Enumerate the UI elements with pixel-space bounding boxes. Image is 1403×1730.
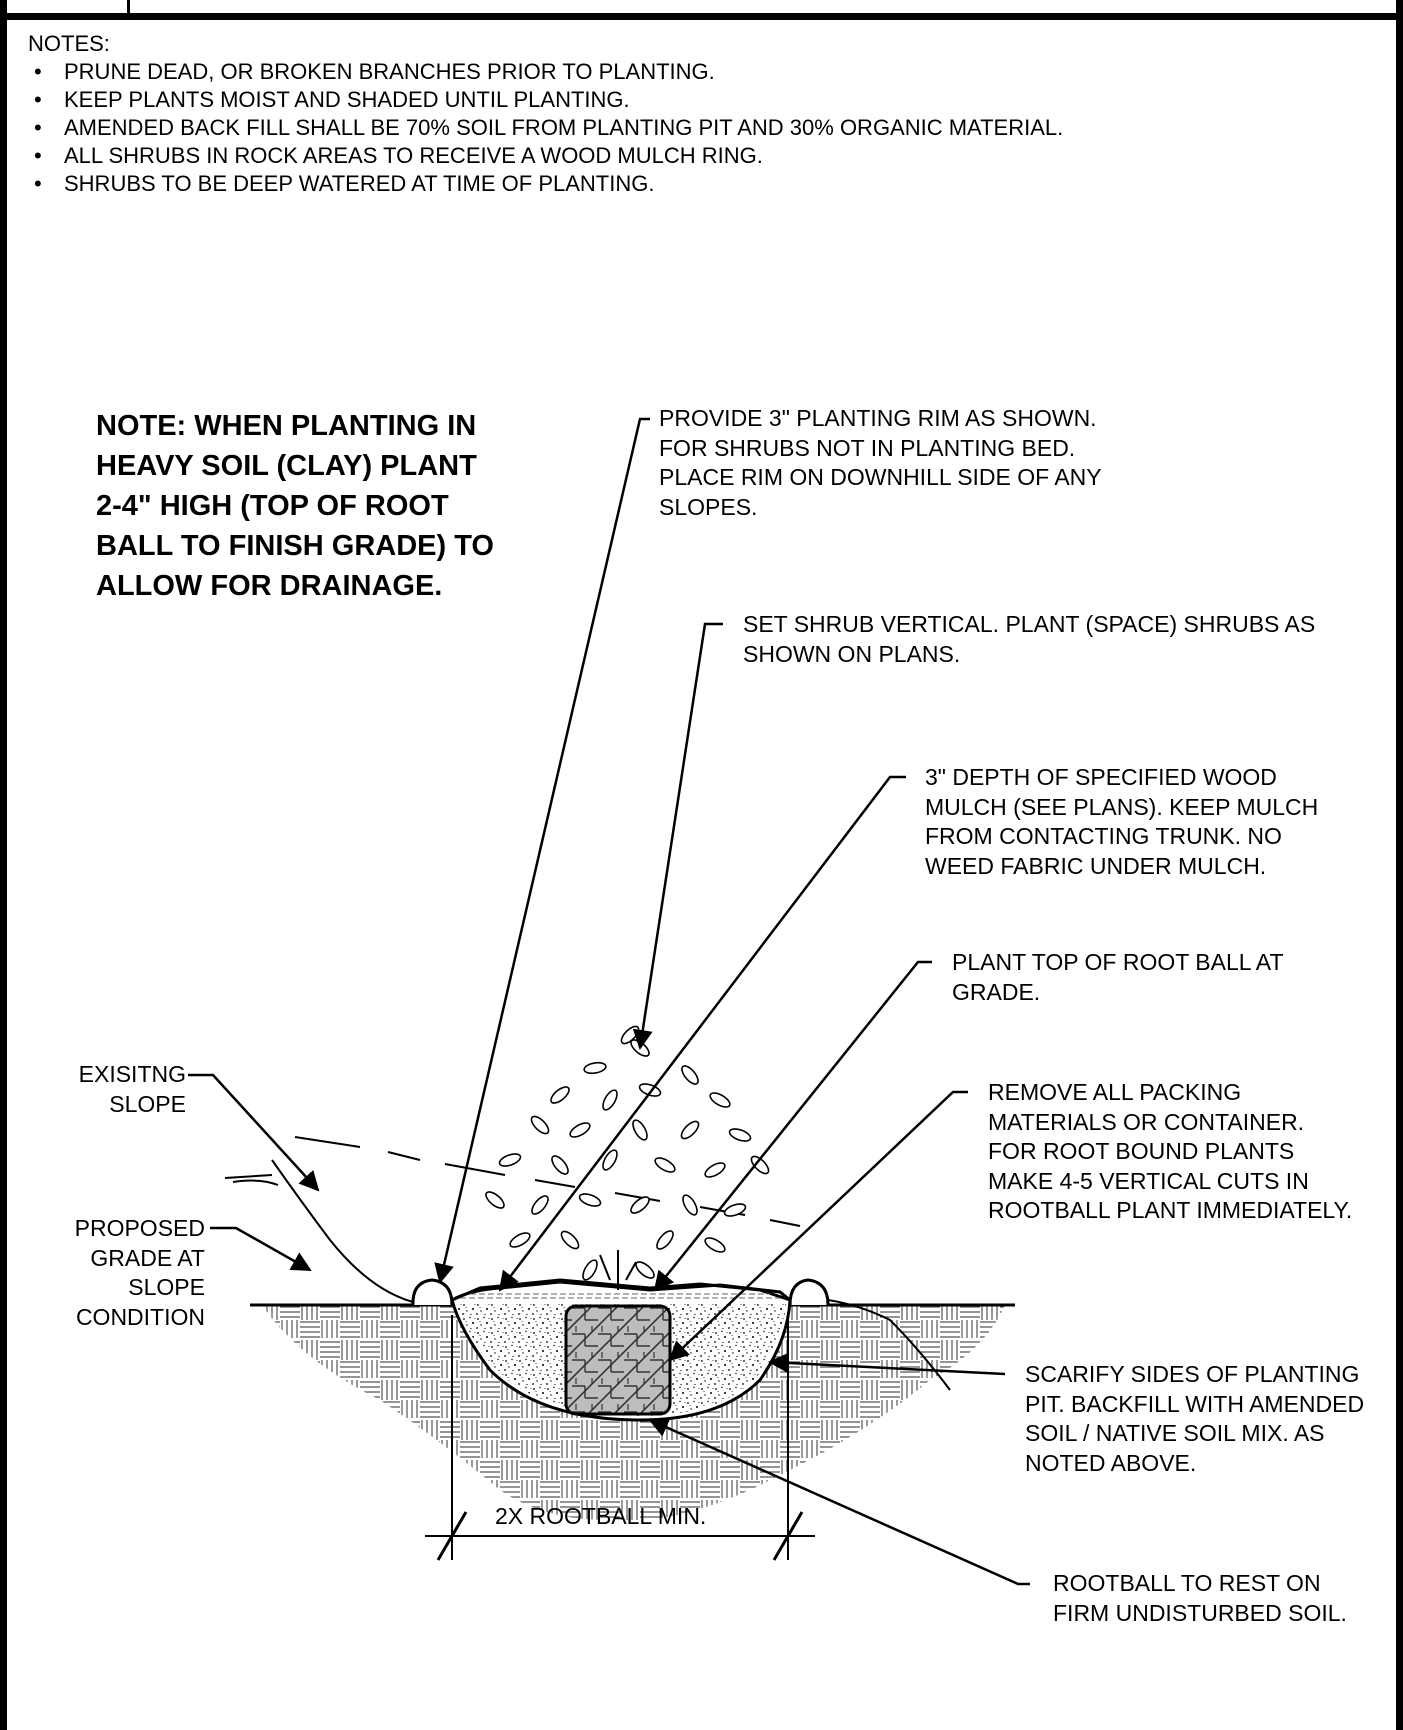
callout-line: FOR SHRUBS NOT IN PLANTING BED. <box>659 434 1076 461</box>
callout-line: EXISITNG <box>78 1061 186 1087</box>
callout-line: REMOVE ALL PACKING <box>988 1079 1242 1105</box>
callout-proposed-grade: PROPOSED GRADE AT SLOPE CONDITION <box>30 1214 205 1332</box>
general-notes: NOTES: PRUNE DEAD, OR BROKEN BRANCHES PR… <box>28 30 1063 198</box>
callout-line: PLANT TOP OF ROOT BALL AT <box>952 949 1284 975</box>
callout-scarify: SCARIFY SIDES OF PLANTING PIT. BACKFILL … <box>1025 1360 1364 1478</box>
heavy-soil-note-line: NOTE: WHEN PLANTING IN <box>96 410 477 442</box>
leader-existing-slope <box>188 1073 320 1192</box>
callout-line: 3" DEPTH OF SPECIFIED WOOD <box>925 764 1277 790</box>
note-item: AMENDED BACK FILL SHALL BE 70% SOIL FROM… <box>28 114 1063 142</box>
border-top <box>0 13 1403 20</box>
planting-rim-right <box>788 1278 830 1306</box>
callout-set-shrub: SET SHRUB VERTICAL. PLANT (SPACE) SHRUBS… <box>743 610 1315 669</box>
planting-rim-left <box>411 1278 454 1306</box>
callout-line: PIT. BACKFILL WITH AMENDED <box>1025 1390 1365 1417</box>
callout-line: PROVIDE 3" PLANTING RIM AS SHOWN. <box>659 405 1097 431</box>
root-ball <box>564 1304 672 1416</box>
leader-rootball-rest <box>648 1418 1030 1586</box>
leader-set-shrub <box>632 622 723 1050</box>
heavy-soil-note-line: 2-4" HIGH (TOP OF ROOT <box>96 490 449 522</box>
border-right <box>1396 0 1403 1730</box>
callout-planting-rim: PROVIDE 3" PLANTING RIM AS SHOWN. FOR SH… <box>659 404 1102 522</box>
callout-line: FROM CONTACTING TRUNK. NO <box>925 823 1282 849</box>
callout-line: ROOTBALL TO REST ON <box>1053 1570 1321 1596</box>
note-item: SHRUBS TO BE DEEP WATERED AT TIME OF PLA… <box>28 170 1063 198</box>
callout-line: CONDITION <box>75 1303 205 1330</box>
proposed-grade-line <box>232 1159 951 1391</box>
callout-line: SCARIFY SIDES OF PLANTING <box>1025 1361 1360 1387</box>
callout-line: SOIL / NATIVE SOIL MIX. AS <box>1025 1420 1325 1446</box>
heavy-soil-note: NOTE: WHEN PLANTING IN HEAVY SOIL (CLAY)… <box>96 406 556 606</box>
notes-list: PRUNE DEAD, OR BROKEN BRANCHES PRIOR TO … <box>28 58 1063 198</box>
dimension-2x-rootball <box>425 1315 815 1561</box>
callout-line: SLOPE <box>109 1090 186 1117</box>
callout-line: WEED FABRIC UNDER MULCH. <box>925 852 1267 879</box>
callout-line: SHOWN ON PLANS. <box>743 640 961 667</box>
callout-mulch: 3" DEPTH OF SPECIFIED WOOD MULCH (SEE PL… <box>925 763 1318 881</box>
existing-slope-line <box>294 1136 801 1227</box>
shrub-foliage <box>485 1025 770 1281</box>
callout-line: ROOTBALL PLANT IMMEDIATELY. <box>988 1197 1353 1223</box>
callout-line: GRADE. <box>952 978 1041 1005</box>
note-item: KEEP PLANTS MOIST AND SHADED UNTIL PLANT… <box>28 86 1063 114</box>
leader-planting-rim <box>434 417 650 1284</box>
callout-line: PROPOSED <box>74 1215 205 1241</box>
callout-line: PLACE RIM ON DOWNHILL SIDE OF ANY <box>659 464 1102 490</box>
callout-line: MAKE 4-5 VERTICAL CUTS IN <box>988 1167 1309 1194</box>
callout-line: NOTED ABOVE. <box>1025 1449 1197 1476</box>
callout-existing-slope: EXISITNG SLOPE <box>40 1060 186 1119</box>
heavy-soil-note-line: ALLOW FOR DRAINAGE. <box>96 570 443 602</box>
leader-packing <box>668 1090 968 1362</box>
shrub-stem <box>599 1250 637 1290</box>
callout-line: MATERIALS OR CONTAINER. <box>988 1108 1305 1135</box>
heavy-soil-note-line: BALL TO FINISH GRADE) TO <box>96 530 494 562</box>
callout-line: MULCH (SEE PLANS). KEEP MULCH <box>925 793 1319 820</box>
mulch-layer <box>451 1280 791 1302</box>
heavy-soil-note-line: HEAVY SOIL (CLAY) PLANT <box>96 450 477 482</box>
callout-root-ball-grade: PLANT TOP OF ROOT BALL AT GRADE. <box>952 948 1284 1007</box>
callout-line: SLOPE <box>128 1274 205 1300</box>
leader-mulch <box>498 775 906 1292</box>
border-tick <box>127 0 130 16</box>
note-item: PRUNE DEAD, OR BROKEN BRANCHES PRIOR TO … <box>28 58 1063 86</box>
notes-heading: NOTES: <box>28 31 110 56</box>
leader-proposed-grade <box>210 1226 312 1272</box>
callout-line: SET SHRUB VERTICAL. PLANT (SPACE) SHRUBS… <box>743 611 1316 637</box>
callout-rootball-rest: ROOTBALL TO REST ON FIRM UNDISTURBED SOI… <box>1053 1569 1347 1628</box>
note-item: ALL SHRUBS IN ROCK AREAS TO RECEIVE A WO… <box>28 142 1063 170</box>
border-left <box>0 0 7 1730</box>
leader-scarify <box>768 1352 1006 1376</box>
leader-root-ball-grade <box>653 960 932 1292</box>
callout-packing: REMOVE ALL PACKING MATERIALS OR CONTAINE… <box>988 1078 1352 1226</box>
callout-line: FOR ROOT BOUND PLANTS <box>988 1138 1295 1164</box>
leader-lines <box>188 417 1030 1586</box>
callout-line: GRADE AT <box>90 1244 205 1271</box>
dimension-label: 2X ROOTBALL MIN. <box>495 1503 707 1529</box>
callout-line: FIRM UNDISTURBED SOIL. <box>1053 1599 1347 1626</box>
callout-line: SLOPES. <box>659 493 758 520</box>
